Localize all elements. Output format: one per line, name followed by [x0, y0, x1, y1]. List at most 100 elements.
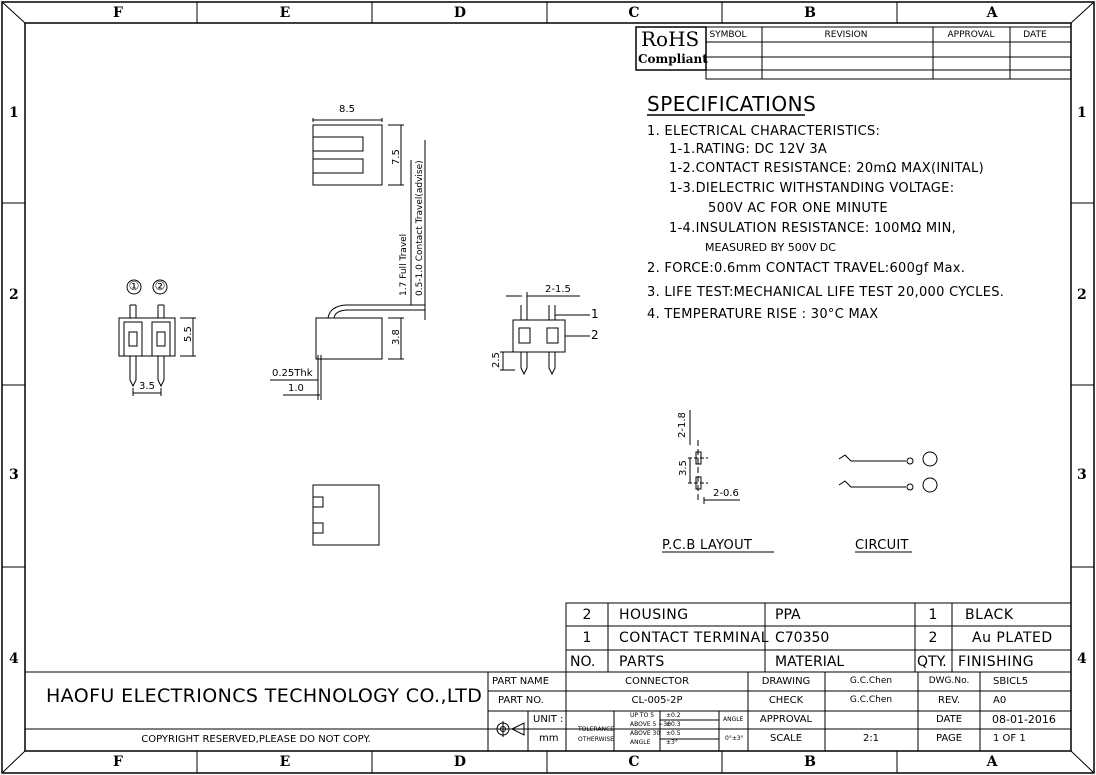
- zone-right-2: 2: [1077, 287, 1087, 303]
- dim-top-width: 8.5: [339, 104, 355, 115]
- tol-5-30-value: ±0.3: [666, 721, 681, 728]
- tol-angle-value: ±3°: [666, 739, 678, 746]
- dim-pcb-pad: 2-0.6: [713, 488, 739, 499]
- spec-line-6: 1-4.INSULATION RESISTANCE: 100MΩ MIN,: [669, 221, 957, 236]
- pcb-layout-label: P.C.B LAYOUT: [662, 538, 753, 553]
- bom-row-1-material: PPA: [775, 607, 801, 623]
- bom-row-1-finish: BLACK: [965, 607, 1014, 623]
- spec-title: SPECIFICATIONS: [647, 92, 817, 116]
- spec-line-3: 1-2.CONTACT RESISTANCE: 20mΩ MAX(INITAL): [669, 161, 984, 176]
- bom-row-1-part: HOUSING: [619, 607, 689, 623]
- bom-row-2-no: 1: [582, 630, 592, 646]
- zone-bottom-e: E: [279, 754, 291, 770]
- zone-bottom-a: A: [986, 754, 998, 770]
- date-value: 08-01-2016: [992, 713, 1056, 726]
- spec-line-8: 2. FORCE:0.6mm CONTACT TRAVEL:600gf Max.: [647, 261, 966, 276]
- zone-top-b: B: [804, 5, 816, 21]
- rohs-title: RoHS: [641, 27, 700, 51]
- zone-bottom-f: F: [113, 754, 123, 770]
- bom-row-2-material: C70350: [775, 630, 830, 646]
- scale-label: SCALE: [769, 733, 803, 744]
- part-name-value: CONNECTOR: [624, 676, 690, 687]
- dim-end-pitch: 2.5: [491, 352, 502, 368]
- rev-header-revision: REVISION: [824, 30, 868, 40]
- zone-top-d: D: [453, 5, 467, 21]
- bom-header-material: MATERIAL: [775, 654, 845, 670]
- dwgno-value: SBICL5: [993, 676, 1029, 687]
- dim-end-pins: 2-1.5: [545, 284, 571, 295]
- tol-above-30: ABOVE 30: [630, 730, 661, 737]
- date-label: DATE: [935, 714, 963, 725]
- end-label-1: 1: [591, 307, 599, 321]
- copyright-note: COPYRIGHT RESERVED,PLEASE DO NOT COPY.: [141, 734, 371, 745]
- zone-bottom-d: D: [453, 754, 467, 770]
- spec-line-2: 1-1.RATING: DC 12V 3A: [669, 142, 828, 157]
- zone-left-4: 4: [9, 651, 19, 667]
- part-no-value: CL-005-2P: [631, 695, 683, 706]
- rev-header-approval: APPROVAL: [947, 30, 995, 40]
- bom-row-1-qty: 1: [928, 607, 938, 623]
- bom-header-no: NO.: [570, 654, 596, 670]
- bom-row-1-no: 2: [582, 607, 592, 623]
- dwgno-label: DWG.No.: [928, 676, 970, 686]
- zone-top-a: A: [986, 5, 998, 21]
- tol-up-to-5-value: ±0.2: [666, 712, 681, 719]
- rev-value: A0: [993, 695, 1007, 706]
- rev-header-symbol: SYMBOL: [709, 30, 747, 40]
- spec-line-4: 1-3.DIELECTRIC WITHSTANDING VOLTAGE:: [669, 181, 955, 196]
- bom-row-2-finish: Au PLATED: [972, 630, 1053, 646]
- dim-pcb-pitch: 3.5: [678, 460, 689, 476]
- circuit-label: CIRCUIT: [855, 538, 909, 553]
- dim-front-height: 5.5: [183, 326, 194, 342]
- zone-right-3: 3: [1077, 467, 1087, 483]
- zone-left-2: 2: [9, 287, 19, 303]
- spec-line-1: 1. ELECTRICAL CHARACTERISTICS:: [647, 124, 881, 139]
- drawing-value: G.C.Chen: [849, 676, 893, 686]
- spec-line-9: 3. LIFE TEST:MECHANICAL LIFE TEST 20,000…: [647, 285, 1005, 300]
- zone-top-e: E: [279, 5, 291, 21]
- tolerance-label: TOLERANCE: [578, 726, 615, 733]
- spec-line-10: 4. TEMPERATURE RISE : 30°C MAX: [647, 307, 879, 322]
- bom-header-qty: QTY.: [917, 654, 947, 670]
- tol-above-30-value: ±0.5: [666, 730, 681, 737]
- bom-row-2-part: CONTACT TERMINAL: [619, 630, 770, 646]
- zone-bottom-b: B: [804, 754, 816, 770]
- otherwise-label: OTHERWISE: [578, 736, 614, 743]
- part-name-label: PART NAME: [492, 676, 550, 687]
- zone-right-1: 1: [1077, 105, 1087, 121]
- tol-up-to-5: UP TO 5: [630, 712, 655, 719]
- zone-top-f: F: [113, 5, 123, 21]
- end-label-2: 2: [591, 328, 599, 342]
- unit-label: UNIT :: [533, 714, 564, 725]
- check-label: CHECK: [768, 695, 804, 706]
- dim-front-pitch: 3.5: [139, 381, 155, 392]
- rev-label: REV.: [938, 695, 960, 706]
- tol-angle: ANGLE: [630, 739, 651, 746]
- unit-value: mm: [539, 733, 559, 744]
- angle-value: 0°±3°: [725, 735, 744, 742]
- zone-right-4: 4: [1077, 651, 1087, 667]
- check-value: G.C.Chen: [849, 695, 893, 705]
- bom-header-parts: PARTS: [619, 654, 665, 670]
- page-label: PAGE: [935, 733, 963, 744]
- dim-thk: 0.25Thk: [272, 368, 313, 379]
- angle-label: ANGLE: [723, 716, 744, 723]
- scale-value: 2:1: [862, 733, 880, 744]
- rev-header-date: DATE: [1023, 30, 1047, 40]
- zone-top-c: C: [628, 5, 640, 21]
- page-value: 1 OF 1: [993, 733, 1026, 744]
- rohs-subtitle: Compliant: [638, 52, 708, 66]
- dim-top-height: 7.5: [391, 149, 402, 165]
- dim-contact-travel: 0.5-1.0 Contact Travel(advise): [415, 160, 425, 296]
- bom-row-2-qty: 2: [928, 630, 938, 646]
- spec-line-5: 500V AC FOR ONE MINUTE: [708, 201, 888, 216]
- dim-full-travel: 1.7 Full Travel: [399, 233, 409, 296]
- bom-header-finishing: FINISHING: [958, 654, 1035, 670]
- dim-pcb-hole: 2-1.8: [677, 412, 688, 438]
- drawing-label: DRAWING: [761, 676, 811, 687]
- spec-line-7: MEASURED BY 500V DC: [705, 241, 836, 254]
- zone-left-1: 1: [9, 105, 19, 121]
- pin2-label: ②: [154, 279, 166, 293]
- pin1-label: ①: [128, 279, 140, 293]
